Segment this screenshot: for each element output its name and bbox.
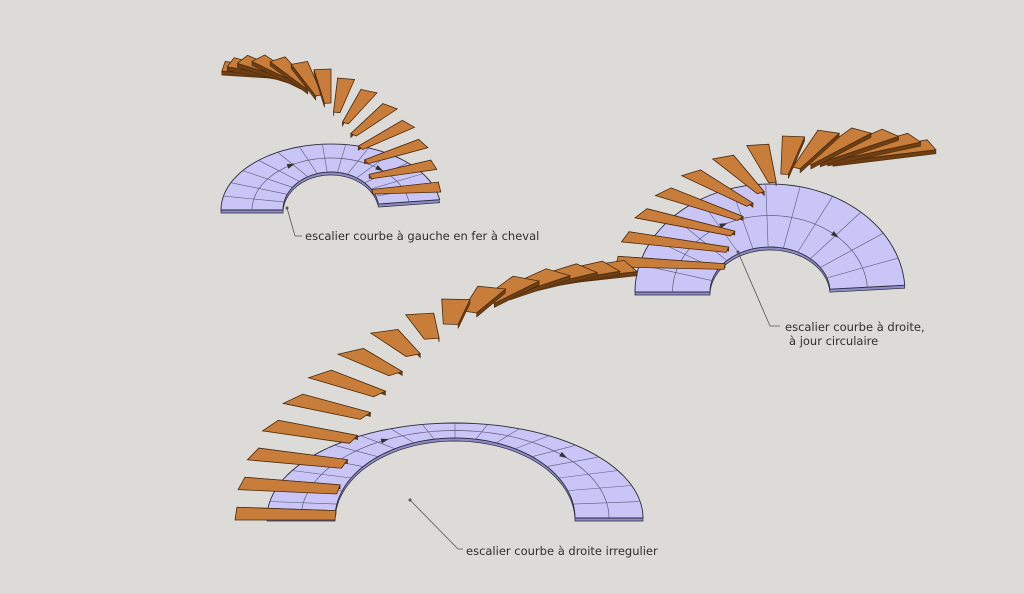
tread xyxy=(290,61,323,97)
label-text: escalier courbe à gauche en fer à cheval xyxy=(305,229,540,243)
tread xyxy=(780,135,806,175)
tread xyxy=(404,312,440,340)
leader-dot xyxy=(285,206,289,210)
leader-dot xyxy=(408,498,412,502)
plan-step-line xyxy=(514,435,550,449)
plan-step-line xyxy=(337,144,347,173)
plan-step-line xyxy=(765,184,769,248)
tread xyxy=(363,138,429,165)
plan-step-line xyxy=(558,470,618,479)
plan-step-line xyxy=(820,232,884,268)
label-right-curve-irregular: escalier courbe à droite irregulier xyxy=(466,544,658,558)
direction-arrow xyxy=(830,231,839,238)
stair-left-curve-horseshoe xyxy=(220,54,442,214)
plan-step-line xyxy=(826,257,899,279)
tread xyxy=(461,285,507,314)
direction-arrow xyxy=(286,163,296,169)
label-right-curve-circular-well: escalier courbe à droite, à jour circula… xyxy=(785,320,925,348)
plan-step-line xyxy=(370,173,423,190)
tread xyxy=(369,329,422,357)
direction-arrow xyxy=(719,223,728,229)
plan-step-line xyxy=(360,435,396,449)
tread xyxy=(234,506,337,521)
direction-arrow xyxy=(559,451,568,459)
plan-step-line xyxy=(269,501,337,505)
plan-step-line xyxy=(567,485,632,491)
tread xyxy=(336,348,404,377)
tread xyxy=(281,393,372,420)
tread xyxy=(680,169,754,207)
plan-step-line xyxy=(390,428,415,444)
stair-right-curve-circular-well xyxy=(614,127,937,296)
tread xyxy=(246,447,349,469)
tread xyxy=(261,419,359,444)
leader-line xyxy=(286,207,302,237)
direction-arrow xyxy=(380,438,389,444)
direction-arrow xyxy=(375,165,384,172)
plan-step-line xyxy=(299,146,318,174)
leader-line xyxy=(737,251,780,327)
leader-line xyxy=(409,499,463,550)
tread xyxy=(441,298,471,325)
label-text: escalier courbe à droite irregulier xyxy=(466,544,658,558)
label-text-line-2: à jour circulaire xyxy=(789,334,879,348)
tread xyxy=(654,187,744,221)
plan-step-line xyxy=(797,196,833,253)
label-left-curve-horseshoe: escalier courbe à gauche en fer à cheval xyxy=(305,229,539,243)
stair-right-curve-irregular xyxy=(234,259,644,522)
tread xyxy=(350,103,399,137)
plan-step-line xyxy=(322,144,328,173)
tread xyxy=(313,68,332,104)
plan-step-line xyxy=(258,160,300,182)
plan-step-line xyxy=(495,428,520,444)
plan-step-line xyxy=(573,501,641,505)
plan-step-line xyxy=(334,444,378,458)
tread xyxy=(371,181,442,195)
plan-step-line xyxy=(422,424,435,440)
plan-surface xyxy=(266,422,644,519)
tread xyxy=(711,154,765,195)
tread xyxy=(614,255,726,270)
plan-step-line xyxy=(230,182,288,195)
tread xyxy=(307,369,387,398)
plan-step-line xyxy=(292,470,352,479)
label-text-line-1: escalier courbe à droite, xyxy=(785,320,925,334)
leader-dot xyxy=(736,250,740,254)
tread xyxy=(368,159,438,180)
plan-step-line xyxy=(783,186,801,249)
plan-step-line xyxy=(223,195,285,203)
plan-step-line xyxy=(475,424,488,440)
plan-step-line xyxy=(532,444,576,458)
tread xyxy=(333,77,356,114)
tread xyxy=(634,208,736,237)
tread xyxy=(357,119,416,150)
tread xyxy=(237,476,341,495)
tread xyxy=(746,143,777,184)
plan-step-line xyxy=(347,147,369,175)
tread xyxy=(620,231,730,253)
plan-step-line xyxy=(242,170,293,188)
tread xyxy=(341,88,378,125)
tread xyxy=(792,129,841,170)
plan-step-line xyxy=(546,456,600,467)
